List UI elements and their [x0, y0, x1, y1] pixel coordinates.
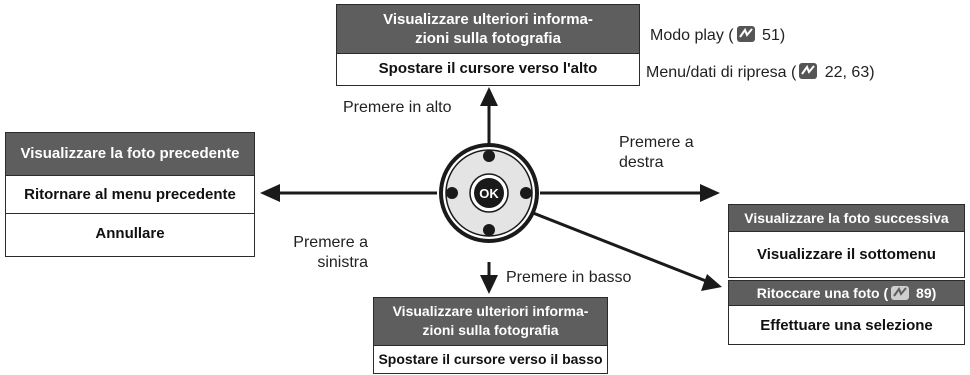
bottom-box-header-line1: Visualizzare ulteriori informa- [392, 303, 589, 319]
right-box-row-1: Visualizzare il sottomenu [729, 231, 964, 277]
top-box-header-line2: zioni sulla fotografia [415, 30, 561, 47]
page-reference-icon [891, 286, 910, 300]
top-note-shooting-menu: Menu/dati di ripresa ( 22, 63) [646, 62, 875, 83]
arrow-left-head [260, 184, 280, 202]
label-press-down: Premere in basso [506, 269, 632, 286]
right-box-header: Visualizzare la foto successiva [729, 205, 964, 231]
ok-box-header-suffix: 89) [912, 285, 937, 301]
bottom-box-row: Spostare il cursore verso il basso [374, 345, 607, 373]
bottom-box-header: Visualizzare ulteriori informa- zioni su… [374, 298, 607, 345]
ok-button-label: OK [479, 186, 499, 201]
left-box-row-2: Annullare [6, 213, 254, 256]
label-press-right-line2: destra [619, 154, 664, 171]
top-action-box: Visualizzare ulteriori informa- zioni su… [336, 4, 640, 86]
bottom-box-header-line2: zioni sulla fotografia [422, 322, 559, 338]
left-action-box: Visualizzare la foto precedente Ritornar… [5, 132, 255, 257]
top-box-header-line1: Visualizzare ulteriori informa- [383, 11, 593, 28]
arrow-down-head [480, 275, 498, 294]
top-box-header: Visualizzare ulteriori informa- zioni su… [337, 5, 639, 53]
label-press-left-line1: Premere a [293, 234, 368, 251]
page-reference-icon [799, 63, 818, 79]
arrow-right-head [700, 184, 720, 202]
top-note-play-mode-prefix: Modo play ( [650, 27, 734, 44]
arrow-up-head [480, 87, 498, 106]
top-note-shooting-menu-prefix: Menu/dati di ripresa ( [646, 64, 797, 81]
ok-box-row-1: Effettuare una selezione [729, 305, 964, 344]
top-note-play-mode: Modo play ( 51) [650, 25, 785, 46]
top-note-shooting-menu-suffix: 22, 63) [820, 64, 875, 81]
page-reference-icon [736, 26, 755, 42]
left-box-row-1: Ritornare al menu precedente [6, 175, 254, 213]
label-press-right: Premere a destra [619, 133, 694, 173]
ok-action-box: Ritoccare una foto ( 89) Effettuare una … [728, 280, 965, 345]
ok-box-header: Ritoccare una foto ( 89) [729, 281, 964, 305]
ok-box-header-prefix: Ritoccare una foto ( [756, 285, 889, 301]
top-note-play-mode-suffix: 51) [757, 27, 786, 44]
label-press-left: Premere a sinistra [278, 233, 368, 273]
bottom-action-box: Visualizzare ulteriori informa- zioni su… [373, 297, 608, 374]
arrow-ok-head [701, 274, 722, 291]
right-action-box: Visualizzare la foto successiva Visualiz… [728, 204, 965, 278]
label-press-up: Premere in alto [343, 99, 452, 116]
multi-selector-icon [439, 143, 539, 243]
left-box-header: Visualizzare la foto precedente [6, 133, 254, 175]
label-press-right-line1: Premere a [619, 134, 694, 151]
label-press-left-line2: sinistra [317, 254, 368, 271]
top-box-row: Spostare il cursore verso l'alto [337, 53, 639, 85]
